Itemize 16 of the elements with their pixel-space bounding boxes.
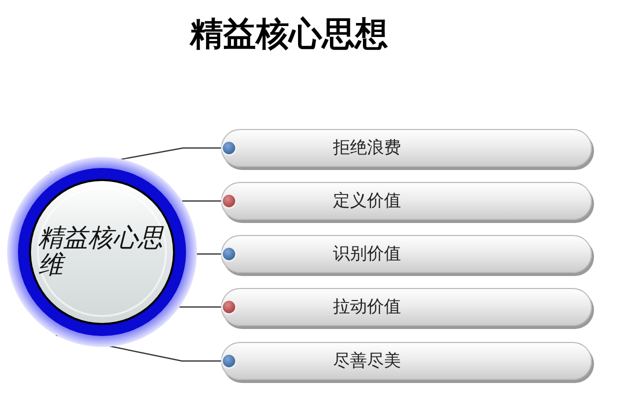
pill-label: 拉动价值: [333, 297, 401, 317]
pill-label: 尽善尽美: [333, 351, 401, 371]
pill-box: [221, 235, 592, 273]
pill-box: [221, 182, 592, 220]
title: 精益核心思想: [190, 14, 388, 54]
connector-line: [180, 306, 221, 308]
pill-label: 识别价值: [333, 244, 401, 264]
connector-line: [182, 200, 221, 202]
connector-line: [197, 253, 221, 255]
hub-circle: [7, 157, 197, 347]
pill-box: [221, 129, 592, 167]
pill-label: 定义价值: [333, 191, 401, 211]
pill-label: 拒绝浪费: [333, 138, 401, 158]
pill-box: [221, 342, 592, 380]
hub-label: 精益核心思维: [38, 224, 165, 278]
pill-box: [221, 288, 592, 326]
